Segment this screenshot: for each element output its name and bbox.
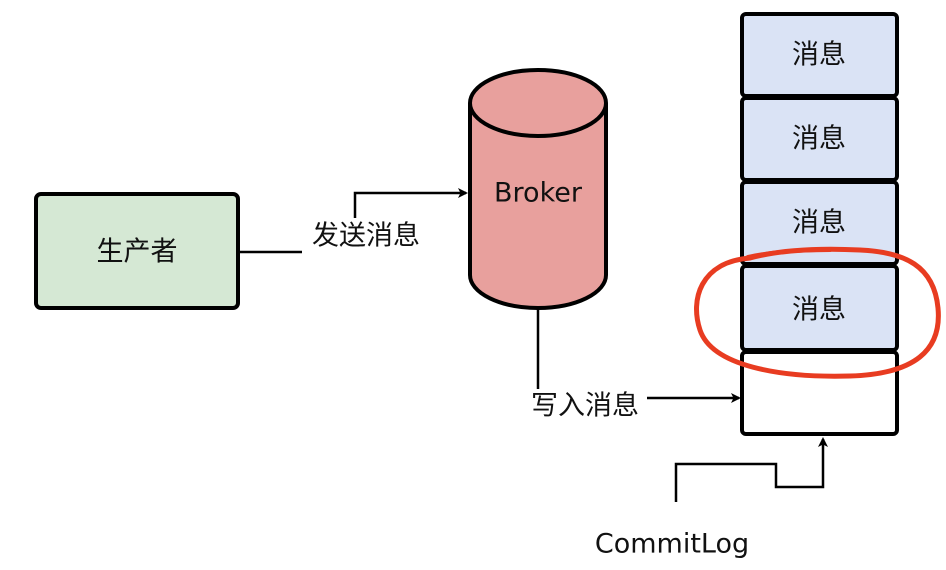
commitlog-slot: 消息	[740, 12, 899, 98]
highlight-ring-overlap	[746, 248, 832, 259]
message-label: 消息	[792, 124, 846, 155]
producer-node: 生产者	[34, 192, 240, 310]
broker-node: Broker	[468, 68, 608, 310]
send-label-bg	[302, 218, 430, 254]
producer-label: 生产者	[97, 237, 178, 268]
send-edge: 发送消息	[238, 188, 468, 254]
commitlog-stack: 消息 消息 消息 消息	[740, 12, 899, 436]
message-label: 消息	[792, 40, 846, 71]
broker-label: Broker	[494, 178, 583, 209]
send-label: 发送消息	[312, 221, 420, 252]
empty-slot-box	[740, 350, 899, 436]
commitlog-label: CommitLog	[595, 529, 749, 560]
commitlog-slot: 消息	[740, 180, 899, 266]
commitlog-slot: 消息	[740, 96, 899, 182]
commitlog-pointer: CommitLog	[595, 437, 828, 560]
write-label: 写入消息	[531, 391, 639, 422]
write-arrow	[536, 308, 741, 403]
message-label: 消息	[792, 208, 846, 239]
broker-cylinder-top	[468, 68, 608, 138]
commitlog-slot-empty	[740, 350, 899, 436]
message-label: 消息	[792, 295, 846, 326]
commitlog-arrow	[674, 437, 828, 502]
highlight-annotation	[694, 246, 941, 379]
write-label-bg	[523, 389, 647, 425]
write-edge: 写入消息	[523, 308, 741, 425]
commitlog-slot: 消息	[740, 264, 899, 352]
highlight-ring	[694, 246, 941, 379]
